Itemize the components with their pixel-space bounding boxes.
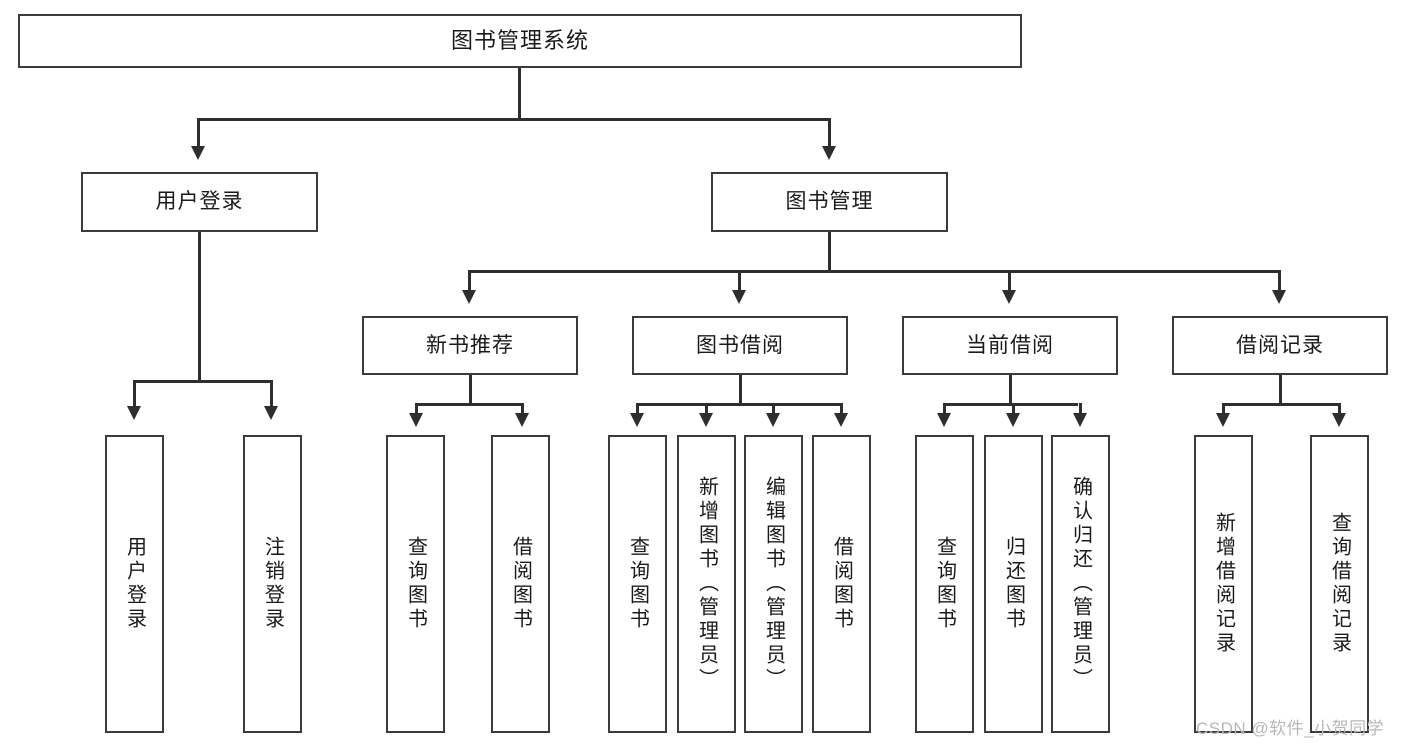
edge-user-login-bus bbox=[133, 380, 270, 383]
arrow-to-book-borrow bbox=[732, 290, 746, 304]
leaf-cb-return-book[interactable]: 归还图书 bbox=[984, 435, 1043, 733]
edge-book-borrow-bus bbox=[636, 403, 843, 406]
node-label: 借阅图书 bbox=[509, 536, 532, 632]
edge-br-to-leaf-2 bbox=[1338, 403, 1341, 415]
edge-bb-to-leaf-4 bbox=[840, 403, 843, 415]
node-borrow-record[interactable]: 借阅记录 bbox=[1172, 316, 1388, 375]
arrow-br-to-leaf-1 bbox=[1216, 413, 1230, 427]
node-label: 新书推荐 bbox=[426, 333, 514, 357]
node-label: 编辑图书（管理员） bbox=[762, 476, 785, 692]
leaf-br-query-record[interactable]: 查询借阅记录 bbox=[1310, 435, 1369, 733]
node-label: 新增图书（管理员） bbox=[695, 476, 718, 692]
node-label: 注销登录 bbox=[261, 536, 284, 632]
leaf-bb-edit-book-admin[interactable]: 编辑图书（管理员） bbox=[744, 435, 803, 733]
node-label: 图书管理 bbox=[785, 190, 874, 214]
arrow-cb-to-leaf-3 bbox=[1073, 413, 1087, 427]
node-label: 查询图书 bbox=[933, 536, 956, 632]
leaf-nb-query-book[interactable]: 查询图书 bbox=[386, 435, 445, 733]
leaf-logout[interactable]: 注销登录 bbox=[243, 435, 302, 733]
edge-bb-to-leaf-1 bbox=[636, 403, 639, 415]
node-label: 图书管理系统 bbox=[450, 27, 589, 53]
arrow-bb-to-leaf-4 bbox=[834, 413, 848, 427]
node-label: 查询图书 bbox=[626, 536, 649, 632]
leaf-bb-borrow-book[interactable]: 借阅图书 bbox=[812, 435, 871, 733]
edge-bb-to-leaf-2 bbox=[705, 403, 708, 415]
node-label: 查询借阅记录 bbox=[1328, 512, 1351, 656]
edge-book-mgmt-bus bbox=[468, 270, 1280, 273]
node-label: 用户登录 bbox=[155, 190, 244, 214]
edge-root-bus bbox=[197, 118, 831, 121]
node-user-login[interactable]: 用户登录 bbox=[81, 172, 318, 232]
edge-to-new-book-recommend bbox=[468, 270, 471, 292]
arrow-to-leaf-logout bbox=[264, 406, 278, 420]
node-label: 借阅图书 bbox=[830, 536, 853, 632]
edge-book-mgmt-stem bbox=[828, 232, 831, 272]
arrow-to-borrow-record bbox=[1272, 290, 1286, 304]
node-label: 图书借阅 bbox=[696, 333, 784, 357]
arrow-cb-to-leaf-2 bbox=[1006, 413, 1020, 427]
edge-nb-to-leaf-1 bbox=[415, 403, 418, 415]
arrow-to-current-borrow bbox=[1002, 290, 1016, 304]
edge-to-current-borrow bbox=[1008, 270, 1011, 292]
edge-cb-to-leaf-2 bbox=[1012, 403, 1015, 415]
leaf-br-add-record[interactable]: 新增借阅记录 bbox=[1194, 435, 1253, 733]
arrow-bb-to-leaf-2 bbox=[699, 413, 713, 427]
arrow-to-book-mgmt bbox=[822, 146, 836, 160]
arrow-br-to-leaf-2 bbox=[1332, 413, 1346, 427]
node-label: 新增借阅记录 bbox=[1212, 512, 1235, 656]
node-root-system[interactable]: 图书管理系统 bbox=[18, 14, 1022, 68]
node-new-book-recommend[interactable]: 新书推荐 bbox=[362, 316, 578, 375]
node-label: 当前借阅 bbox=[966, 333, 1054, 357]
edge-user-login-stem bbox=[198, 232, 201, 382]
node-label: 查询图书 bbox=[404, 536, 427, 632]
arrow-to-user-login bbox=[191, 146, 205, 160]
leaf-nb-borrow-book[interactable]: 借阅图书 bbox=[491, 435, 550, 733]
node-book-management[interactable]: 图书管理 bbox=[711, 172, 948, 232]
edge-current-borrow-stem bbox=[1009, 375, 1012, 405]
edge-to-leaf-logout bbox=[270, 380, 273, 408]
arrow-to-leaf-user-login bbox=[127, 406, 141, 420]
edge-nb-to-leaf-2 bbox=[521, 403, 524, 415]
node-current-borrow[interactable]: 当前借阅 bbox=[902, 316, 1118, 375]
arrow-bb-to-leaf-3 bbox=[766, 413, 780, 427]
leaf-bb-add-book-admin[interactable]: 新增图书（管理员） bbox=[677, 435, 736, 733]
edge-to-borrow-record bbox=[1278, 270, 1281, 292]
edge-current-borrow-bus bbox=[943, 403, 1078, 406]
edge-bb-to-leaf-3 bbox=[772, 403, 775, 415]
leaf-bb-query-book[interactable]: 查询图书 bbox=[608, 435, 667, 733]
arrow-to-new-book-recommend bbox=[462, 290, 476, 304]
edge-new-book-stem bbox=[469, 375, 472, 405]
arrow-cb-to-leaf-1 bbox=[937, 413, 951, 427]
arrow-nb-to-leaf-1 bbox=[409, 413, 423, 427]
edge-book-borrow-stem bbox=[739, 375, 742, 405]
edge-borrow-record-stem bbox=[1279, 375, 1282, 405]
arrow-nb-to-leaf-2 bbox=[515, 413, 529, 427]
edge-br-to-leaf-1 bbox=[1222, 403, 1225, 415]
edge-cb-to-leaf-3 bbox=[1079, 403, 1082, 415]
edge-root-to-user-login bbox=[197, 118, 200, 148]
edge-to-book-borrow bbox=[738, 270, 741, 292]
arrow-bb-to-leaf-1 bbox=[630, 413, 644, 427]
node-label: 用户登录 bbox=[123, 536, 146, 632]
node-label: 归还图书 bbox=[1002, 536, 1025, 632]
edge-root-stem bbox=[518, 68, 521, 120]
edge-to-leaf-user-login bbox=[133, 380, 136, 408]
edge-borrow-record-bus bbox=[1222, 403, 1341, 406]
edge-root-to-book-mgmt bbox=[828, 118, 831, 148]
edge-new-book-bus bbox=[415, 403, 524, 406]
node-book-borrow[interactable]: 图书借阅 bbox=[632, 316, 848, 375]
leaf-cb-query-book[interactable]: 查询图书 bbox=[915, 435, 974, 733]
node-label: 确认归还（管理员） bbox=[1069, 476, 1092, 692]
node-label: 借阅记录 bbox=[1236, 333, 1324, 357]
leaf-cb-confirm-return-admin[interactable]: 确认归还（管理员） bbox=[1051, 435, 1110, 733]
edge-cb-to-leaf-1 bbox=[943, 403, 946, 415]
csdn-watermark: CSDN @软件_小贺同学 bbox=[1196, 719, 1385, 738]
leaf-user-login[interactable]: 用户登录 bbox=[105, 435, 164, 733]
